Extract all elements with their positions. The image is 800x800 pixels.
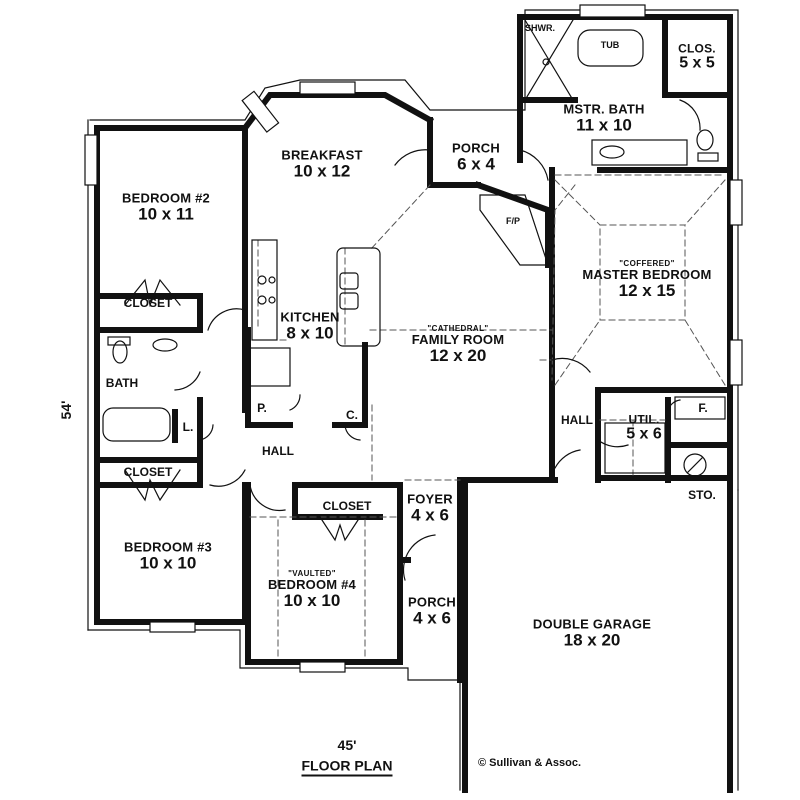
room-double-garage: DOUBLE GARAGE 18 x 20 (533, 617, 651, 648)
room-name: KITCHEN (280, 309, 340, 325)
label-coat-closet: C. (346, 408, 358, 422)
width-dimension: 45' (337, 737, 357, 753)
room-dim: 4 x 6 (413, 607, 451, 627)
room-master-bedroom: "COFFERED" MASTER BEDROOM 12 x 15 (582, 259, 712, 301)
room-foyer: FOYER 4 x 6 (407, 492, 453, 523)
room-dim: 4 x 6 (411, 504, 449, 524)
copyright-notice: © Sullivan & Assoc. (478, 757, 582, 769)
ceiling-note: "CATHEDRAL" (427, 324, 489, 334)
room-family-room: "CATHEDRAL" FAMILY ROOM 12 x 20 (411, 324, 505, 366)
room-name: FAMILY ROOM (411, 332, 505, 348)
room-dim: 18 x 20 (563, 629, 621, 649)
room-dim: 10 x 10 (283, 591, 341, 611)
room-name: BREAKFAST (281, 147, 363, 163)
room-dim: 10 x 10 (139, 552, 197, 572)
room-name: CLOS. (678, 41, 716, 56)
room-dim: 12 x 15 (618, 281, 676, 301)
label-fireplace: F/P (505, 216, 521, 226)
label-hall: HALL (262, 444, 294, 458)
room-dim: 11 x 10 (576, 114, 632, 134)
room-name: BEDROOM #3 (124, 539, 212, 555)
label-master-hall: HALL (561, 413, 593, 427)
room-name: DOUBLE GARAGE (532, 616, 652, 632)
label-furnace: F. (698, 401, 708, 415)
label-shower: SHWR. (525, 23, 555, 33)
room-name: BEDROOM #4 (268, 577, 356, 593)
room-master-closet: CLOS. 5 x 5 (678, 42, 716, 71)
ceiling-note: "COFFERED" (619, 259, 675, 269)
room-bedroom-3: BEDROOM #3 10 x 10 (124, 540, 212, 571)
room-name: MASTER BEDROOM (582, 267, 712, 283)
room-dim: 5 x 6 (626, 424, 662, 442)
room-dim: 6 x 4 (457, 153, 495, 173)
room-front-porch: PORCH 4 x 6 (408, 595, 456, 626)
room-name: UTIL. (628, 412, 660, 427)
room-dim: 5 x 5 (679, 53, 715, 71)
room-name: MSTR. BATH (563, 101, 645, 117)
label-closet-bedroom-3: CLOSET (123, 465, 173, 479)
label-closet-bedroom-4: CLOSET (322, 499, 372, 513)
room-utility: UTIL. 5 x 6 (626, 413, 662, 442)
room-kitchen: KITCHEN 8 x 10 (280, 310, 339, 341)
label-linen: L. (182, 420, 194, 434)
room-rear-porch: PORCH 6 x 4 (452, 141, 500, 172)
label-bath: BATH (105, 376, 139, 390)
room-name: FOYER (407, 491, 453, 507)
depth-dimension: 54' (58, 400, 74, 420)
label-pantry: P. (257, 401, 267, 415)
room-master-bath: MSTR. BATH 11 x 10 (563, 102, 644, 133)
room-dim: 8 x 10 (286, 322, 334, 342)
room-name: PORCH (452, 140, 500, 156)
room-breakfast: BREAKFAST 10 x 12 (281, 148, 362, 179)
room-dim: 10 x 12 (293, 160, 351, 180)
room-bedroom-2: BEDROOM #2 10 x 11 (122, 191, 210, 222)
plan-title: FLOOR PLAN (301, 758, 393, 777)
room-dim: 12 x 20 (429, 346, 487, 366)
room-name: PORCH (408, 594, 456, 610)
ceiling-note: "VAULTED" (288, 569, 336, 579)
label-tub: TUB (600, 40, 620, 50)
room-dim: 10 x 11 (138, 203, 194, 223)
room-bedroom-4: "VAULTED" BEDROOM #4 10 x 10 (268, 569, 356, 611)
label-closet-bedroom-2: CLOSET (123, 296, 173, 310)
label-storage: STO. (688, 488, 716, 502)
room-name: BEDROOM #2 (122, 190, 210, 206)
